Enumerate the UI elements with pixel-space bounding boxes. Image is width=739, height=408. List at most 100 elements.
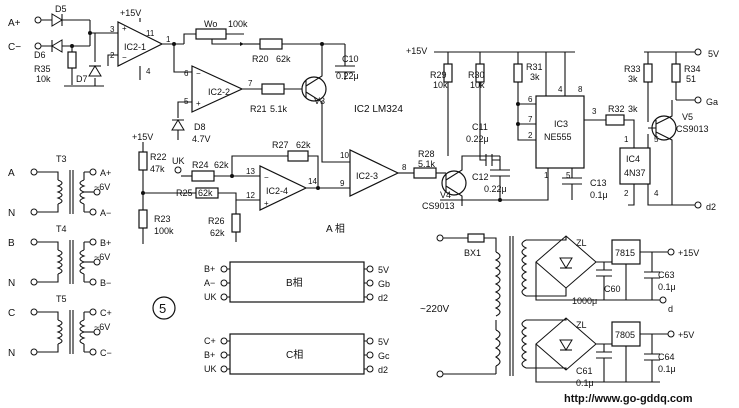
r26-value: 62k bbox=[210, 228, 225, 238]
ic4-pin4: 4 bbox=[654, 189, 659, 198]
ic2-type-label: IC2 LM324 bbox=[354, 104, 403, 115]
ic2-1-label: IC2-1 bbox=[124, 42, 146, 52]
ic3-label: IC3 bbox=[554, 119, 568, 129]
wo-value: 100k bbox=[228, 19, 248, 29]
reg-7805-label: 7805 bbox=[615, 330, 635, 340]
c13-label: C13 bbox=[590, 178, 607, 188]
resistor-r26 bbox=[231, 213, 241, 233]
r32-value: 3k bbox=[628, 104, 638, 114]
d6-label: D6 bbox=[34, 50, 46, 60]
svg-text:+: + bbox=[264, 199, 269, 208]
vcc-15v-left: +15V bbox=[132, 132, 153, 142]
ic4-type: 4N37 bbox=[624, 168, 646, 178]
r22-label: R22 bbox=[150, 152, 167, 162]
c12-label: C12 bbox=[472, 172, 489, 182]
r35-label: R35 bbox=[34, 64, 51, 74]
c-in-3: UK bbox=[204, 364, 217, 374]
ic2-3-label: IC2-3 bbox=[356, 171, 378, 181]
resistor-r28 bbox=[413, 167, 437, 179]
ic2-2-label: IC2-2 bbox=[208, 87, 230, 97]
d-label: d bbox=[668, 304, 673, 314]
uk-input-label: UK bbox=[172, 156, 185, 166]
c-minus-label: C− bbox=[8, 42, 21, 53]
v5v-top-label: 5V bbox=[708, 49, 719, 59]
b-in-2: A− bbox=[204, 278, 215, 288]
ic2-1-pin1: 1 bbox=[166, 35, 171, 44]
resistor-r23 bbox=[138, 209, 148, 229]
out-5v-label: +5V bbox=[678, 330, 694, 340]
c11-value: 0.22μ bbox=[466, 134, 489, 144]
transformer-t4: T4 B N B+ B− ~6V bbox=[8, 224, 111, 289]
resistor-r22 bbox=[138, 151, 148, 171]
c11-label: C11 bbox=[472, 122, 488, 132]
c-out-1: 5V bbox=[378, 337, 389, 347]
ga-label: Ga bbox=[706, 97, 718, 107]
r35-value: 10k bbox=[36, 74, 51, 84]
r23-value: 100k bbox=[154, 226, 174, 236]
figure-number-marker: 5 bbox=[152, 296, 176, 320]
ic2-2-pin6: 6 bbox=[184, 69, 189, 78]
c10-label: C10 bbox=[342, 54, 359, 64]
a-plus-label: A+ bbox=[8, 18, 21, 29]
c-phase-box-label: C相 bbox=[286, 348, 303, 361]
t4-plus-label: B+ bbox=[100, 238, 111, 248]
r20-label: R20 bbox=[252, 54, 269, 64]
d8-value: 4.7V bbox=[192, 134, 211, 144]
b-phase-module: B相 B+ A− UK 5V Gb d2 bbox=[204, 261, 390, 303]
t5-minus-label: C− bbox=[100, 348, 112, 358]
input-diode-network: A+ C− D5 D6 R35 10k D7 bbox=[8, 4, 118, 87]
r32-label: R32 bbox=[608, 104, 625, 114]
ic3-pin6: 6 bbox=[528, 95, 533, 104]
b-input-label: B bbox=[8, 238, 15, 249]
c61-value: 0.1μ bbox=[576, 378, 594, 388]
svg-text:−: − bbox=[196, 69, 201, 78]
ic3-type: NE555 bbox=[544, 132, 572, 142]
c60-label: C60 bbox=[604, 284, 621, 294]
ic2-4-pin12: 12 bbox=[246, 191, 255, 200]
v5-label: V5 bbox=[682, 112, 693, 122]
r24-label: R24 bbox=[192, 160, 209, 170]
d8-label: D8 bbox=[194, 122, 206, 132]
feedback-network: Wo 100k R20 62k bbox=[195, 19, 345, 64]
opamp-ic2-3-stage: IC2-3 10 9 8 R28 5.1k V4 CS9013 bbox=[321, 120, 500, 211]
r33-value: 3k bbox=[628, 74, 638, 84]
ic2-3-pin10: 10 bbox=[340, 151, 349, 160]
v3-label: V3 bbox=[314, 96, 325, 106]
ic2-4-pin13: 13 bbox=[246, 167, 255, 176]
resistor-r20 bbox=[259, 38, 283, 50]
diode-d6-symbol bbox=[51, 39, 63, 53]
ic4-pin5: 5 bbox=[654, 135, 659, 144]
r25-value: 62k bbox=[198, 188, 213, 198]
transistor-v4 bbox=[441, 170, 467, 196]
c-in-1: C+ bbox=[204, 336, 216, 346]
ic4-4n37 bbox=[619, 147, 651, 185]
ic4-pin1: 1 bbox=[624, 135, 629, 144]
t5-6v-label: ~6V bbox=[94, 322, 110, 332]
c12-value: 0.22μ bbox=[484, 184, 507, 194]
c60-value: 1000μ bbox=[572, 296, 597, 306]
zl2-label: ZL bbox=[576, 320, 587, 330]
diode-d5-symbol bbox=[51, 13, 63, 27]
r20-value: 62k bbox=[276, 54, 291, 64]
ic2-4-pin14: 14 bbox=[308, 177, 317, 186]
pot-wo bbox=[195, 28, 227, 40]
fuse-bx1 bbox=[467, 233, 485, 243]
diode-d7-symbol bbox=[88, 65, 102, 77]
t4-label: T4 bbox=[56, 224, 67, 234]
power-supply: ~220V BX1 ZL 7815 +15V C60 1000μ C63 0.1… bbox=[420, 233, 699, 388]
d2-top-label: d2 bbox=[706, 202, 716, 212]
b-in-3: UK bbox=[204, 292, 217, 302]
opamp-ic2-2-stage: IC2-2 − + 6 5 7 R21 5.1k V3 D8 4.7V C10 … bbox=[171, 44, 403, 144]
r21-value: 5.1k bbox=[270, 104, 288, 114]
r26-label: R26 bbox=[208, 216, 225, 226]
ic3-ne555 bbox=[535, 95, 585, 169]
ac-220v-label: ~220V bbox=[420, 304, 450, 315]
vcc-15v-right: +15V bbox=[406, 46, 427, 56]
ic3-pin4: 4 bbox=[558, 85, 563, 94]
r30-value: 10k bbox=[470, 80, 485, 90]
v4-label: V4 bbox=[440, 190, 451, 200]
c10-value: 0.22μ bbox=[336, 71, 359, 81]
t3-minus-label: A− bbox=[100, 208, 111, 218]
r31-value: 3k bbox=[530, 72, 540, 82]
